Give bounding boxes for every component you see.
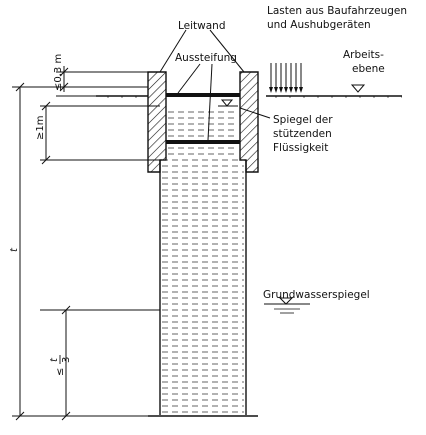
label-arbeits-2: ebene: [352, 63, 385, 75]
working-level-marker: [350, 84, 366, 93]
leader-lines: [159, 29, 271, 141]
label-lasten-2: und Aushubgeräten: [267, 19, 371, 31]
label-spiegel-1: Spiegel der: [273, 114, 333, 126]
label-aussteifung: Aussteifung: [175, 52, 237, 64]
label-leitwand: Leitwand: [178, 20, 226, 32]
strut-upper: [166, 93, 240, 97]
load-arrow: [289, 63, 293, 93]
dim-t-third-den: 3: [61, 357, 72, 363]
load-arrows: [269, 63, 303, 93]
dim-t-third-num: t: [49, 357, 60, 362]
guide-wall-right: [239, 71, 259, 173]
fluid-level-marker: [218, 99, 238, 107]
load-arrow: [269, 63, 273, 93]
load-arrow: [284, 63, 288, 93]
dim-ge-1m: ≥1m: [35, 116, 46, 140]
label-spiegel-3: Flüssigkeit: [273, 142, 328, 154]
load-arrow: [274, 63, 278, 93]
label-spiegel-2: stützenden: [273, 128, 332, 140]
trench-walls: [148, 160, 258, 417]
load-arrow: [279, 63, 283, 93]
supporting-fluid: [162, 111, 244, 413]
ground: [96, 95, 402, 101]
label-lasten-1: Lasten aus Baufahrzeugen: [267, 5, 407, 17]
load-arrow: [294, 63, 298, 93]
guide-wall-left: [147, 71, 167, 173]
dimension-lines: [12, 66, 160, 421]
label-arbeits-1: Arbeits-: [343, 49, 384, 61]
dim-le-03m: ≤0,3 m: [53, 54, 64, 91]
groundwater-marker: [264, 297, 310, 314]
strut-lower: [166, 140, 240, 144]
label-grundwasser: Grundwasserspiegel: [263, 289, 370, 301]
dim-t-third: ≤ t 3: [49, 355, 72, 376]
load-arrow: [299, 63, 303, 93]
dim-t-third-rel: ≤: [55, 368, 66, 376]
dim-t: t: [9, 247, 20, 252]
